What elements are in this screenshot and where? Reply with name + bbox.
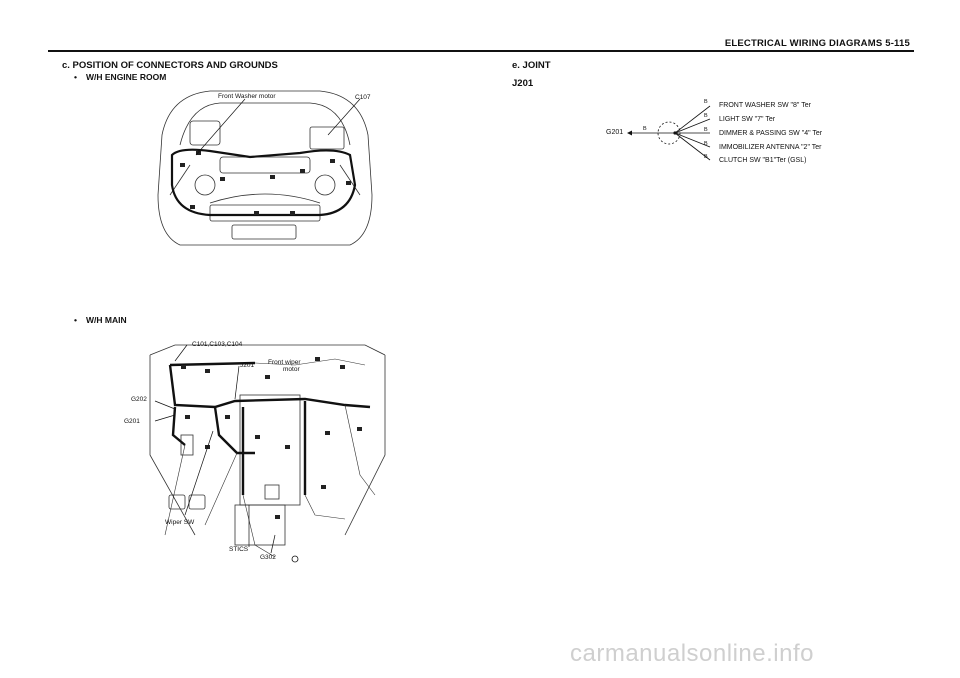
label-c107: C107 <box>355 94 371 101</box>
subtitle-engine-room-text: W/H ENGINE ROOM <box>86 72 167 82</box>
joint-diagram <box>627 105 711 161</box>
joint-branch-label: CLUTCH SW "B1"Ter (GSL) <box>719 157 807 164</box>
label-wiper-sw: Wiper SW <box>165 519 195 526</box>
joint-branch-wire: B <box>704 127 708 133</box>
watermark: carmanualsonline.info <box>570 640 814 667</box>
joint-branch-label: FRONT WASHER SW "8" Ter <box>719 102 811 109</box>
joint-branch-label: LIGHT SW "7" Ter <box>719 116 776 123</box>
label-g202: G202 <box>131 396 147 403</box>
label-front-wiper-motor-line2: motor <box>283 366 300 373</box>
main-harness-illustration <box>149 344 386 563</box>
joint-ground-label: G201 <box>606 129 624 136</box>
section-title-position: c. POSITION OF CONNECTORS AND GROUNDS <box>62 60 278 71</box>
joint-branch-label: DIMMER & PASSING SW "4" Ter <box>719 130 823 137</box>
label-g201: G201 <box>124 418 140 425</box>
page-header-title: ELECTRICAL WIRING DIAGRAMS 5-115 <box>724 38 910 49</box>
label-g302: G302 <box>260 554 276 561</box>
joint-id: J201 <box>512 78 534 89</box>
header-rule <box>48 50 914 52</box>
label-front-wiper-motor-line1: Front wiper <box>268 359 301 366</box>
joint-ground-wire: B <box>643 126 647 132</box>
subtitle-engine-room: •W/H ENGINE ROOM <box>74 72 167 82</box>
joint-branch-wire: B <box>704 99 708 105</box>
subtitle-main-text: W/H MAIN <box>86 315 127 325</box>
label-front-washer-motor: Front Washer motor <box>218 93 276 100</box>
joint-branch-wire: B <box>704 154 708 160</box>
label-j201: J201 <box>240 362 255 369</box>
section-title-joint: e. JOINT <box>512 60 551 71</box>
joint-branch-label: IMMOBILIZER ANTENNA "2" Ter <box>719 144 822 151</box>
label-stics: STICS <box>229 546 249 553</box>
joint-branch-wire: B <box>704 141 708 147</box>
joint-branch-wire: B <box>704 113 708 119</box>
label-c101-c103-c104: C101,C103,C104 <box>192 341 243 348</box>
subtitle-main: •W/H MAIN <box>74 315 127 325</box>
engine-room-illustration <box>157 90 373 246</box>
